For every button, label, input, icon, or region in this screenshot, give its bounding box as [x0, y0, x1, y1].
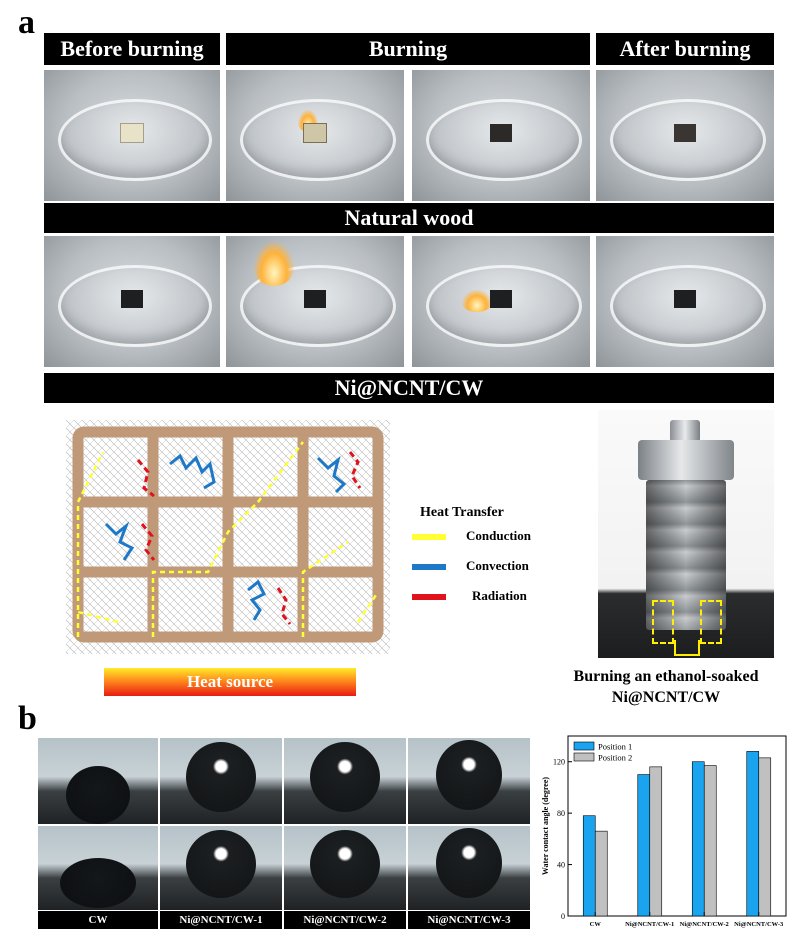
- legend-swatch-radiation: [412, 594, 446, 600]
- x-tick-label: Ni@NCNT/CW-3: [734, 921, 784, 928]
- droplet-ni-3-pos1: [408, 738, 530, 824]
- bar-0-1: [637, 774, 651, 917]
- photo-natural-wood-burning-2: [412, 70, 590, 201]
- y-tick-label: 120: [553, 758, 565, 767]
- y-tick-label: 40: [557, 861, 565, 870]
- heat-source-bar: Heat source: [104, 668, 356, 696]
- photo-natural-wood-after: [596, 70, 774, 201]
- legend-label-0: Position 1: [598, 742, 632, 752]
- droplet-ni-2-pos2: [284, 826, 406, 910]
- legend-label-convection: Convection: [466, 558, 529, 573]
- bar-1-2: [703, 765, 717, 917]
- legend-swatch-1: [573, 752, 595, 762]
- header-before-burning: Before burning: [44, 33, 220, 65]
- legend-label-radiation: Radiation: [472, 588, 527, 603]
- sample-label-ni-1: Ni@NCNT/CW-1: [160, 911, 282, 929]
- row-label-ni-ncnt-cw: Ni@NCNT/CW: [44, 373, 774, 403]
- photo-natural-wood-before: [44, 70, 220, 201]
- reactor-photo: [598, 410, 774, 658]
- sample-label-ni-2: Ni@NCNT/CW-2: [284, 911, 406, 929]
- heat-transfer-title: Heat Transfer: [420, 505, 504, 520]
- panel-b-letter: b: [18, 700, 37, 737]
- droplet-ni-2-pos1: [284, 738, 406, 824]
- reactor-caption-line1: Burning an ethanol-soaked: [573, 668, 759, 685]
- legend-label-1: Position 2: [598, 753, 632, 763]
- photo-natural-wood-burning-1: [226, 70, 404, 201]
- droplet-ni-3-pos2: [408, 826, 530, 910]
- header-after-burning: After burning: [596, 33, 774, 65]
- bar-1-0: [594, 830, 608, 917]
- bar-0-0: [582, 815, 596, 917]
- bar-0-3: [746, 751, 760, 917]
- sample-label-cw: CW: [38, 911, 158, 929]
- legend-swatch-conduction: [412, 534, 446, 540]
- legend-swatch-convection: [412, 564, 446, 570]
- x-tick-label: Ni@NCNT/CW-1: [625, 921, 674, 928]
- y-tick-label: 0: [561, 912, 565, 921]
- bar-1-3: [758, 757, 772, 917]
- reactor-caption-line2: Ni@NCNT/CW: [611, 689, 721, 706]
- y-axis-label: Water contact angle (degree): [541, 777, 550, 875]
- bar-1-1: [649, 766, 663, 917]
- photo-ni-ncnt-cw-burning-2: [412, 236, 590, 367]
- droplet-ni-1-pos2: [160, 826, 282, 910]
- chart-frame: [567, 735, 787, 917]
- row-label-natural-wood: Natural wood: [44, 203, 774, 233]
- x-tick-label: Ni@NCNT/CW-2: [680, 921, 729, 928]
- heat-source-label: Heat source: [186, 672, 274, 691]
- x-tick-label: CW: [590, 921, 602, 928]
- photo-ni-ncnt-cw-after: [596, 236, 774, 367]
- droplet-ni-1-pos1: [160, 738, 282, 824]
- heat-transfer-schematic: [66, 420, 390, 654]
- panel-a-letter: a: [18, 4, 35, 41]
- y-tick-label: 80: [557, 809, 565, 818]
- droplet-cw-pos2: [38, 826, 158, 910]
- header-burning: Burning: [226, 33, 590, 65]
- legend-label-conduction: Conduction: [466, 528, 532, 543]
- photo-ni-ncnt-cw-before: [44, 236, 220, 367]
- legend-swatch-0: [573, 741, 595, 751]
- bar-0-2: [691, 761, 705, 917]
- photo-ni-ncnt-cw-burning-1: [226, 236, 404, 367]
- sample-label-ni-3: Ni@NCNT/CW-3: [408, 911, 530, 929]
- droplet-cw-pos1: [38, 738, 158, 824]
